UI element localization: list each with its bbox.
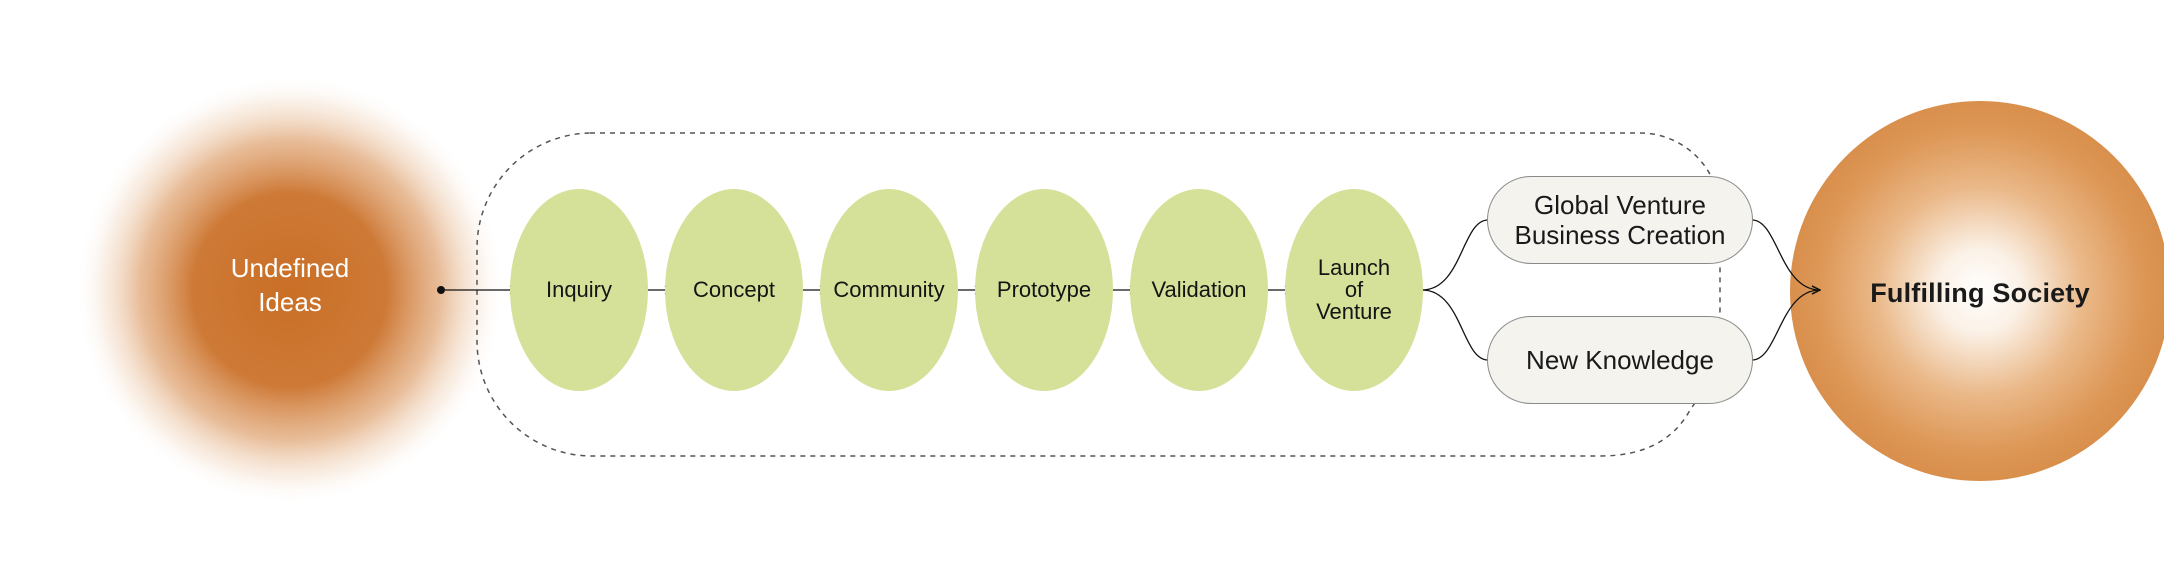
stage-launch-of-venture: Launch of Venture xyxy=(1285,189,1423,391)
stage-launch-line-2: of xyxy=(1344,277,1364,302)
undefined-ideas-line-1: Undefined xyxy=(230,253,350,283)
stage-validation: Validation xyxy=(1130,189,1268,391)
stage-prototype: Prototype xyxy=(975,189,1113,391)
undefined-ideas-blob xyxy=(75,75,505,505)
fulfilling-society-circle xyxy=(1790,101,2164,481)
fulfilling-society-text: Fulfilling Society xyxy=(1870,277,2090,308)
start-dot xyxy=(437,286,445,294)
stage-inquiry-label: Inquiry xyxy=(545,277,613,302)
stage-community: Community xyxy=(820,189,958,391)
fulfilling-society-label: Fulfilling Society xyxy=(1800,270,2160,316)
stage-inquiry: Inquiry xyxy=(510,189,648,391)
stage-community-label: Community xyxy=(833,277,945,302)
merge-from-global-venture xyxy=(1751,219,1820,290)
outcome-new-knowledge: New Knowledge xyxy=(1487,316,1753,404)
undefined-ideas-label: Undefined Ideas xyxy=(190,240,390,330)
branch-to-new-knowledge xyxy=(1421,289,1489,361)
outcome-global-venture-line-2: Business Creation xyxy=(1514,220,1726,250)
branch-to-global-venture xyxy=(1421,219,1489,291)
stage-validation-label: Validation xyxy=(1151,277,1247,302)
outcome-global-venture: Global Venture Business Creation xyxy=(1487,176,1753,264)
merge-from-new-knowledge xyxy=(1751,290,1820,361)
outcome-new-knowledge-label: New Knowledge xyxy=(1526,345,1714,375)
stage-prototype-label: Prototype xyxy=(996,277,1092,302)
outcome-global-venture-line-1: Global Venture xyxy=(1533,190,1706,220)
stage-launch-line-1: Launch xyxy=(1317,255,1391,280)
stage-launch-line-3: Venture xyxy=(1316,299,1392,324)
stage-concept-label: Concept xyxy=(693,277,775,302)
undefined-ideas-line-2: Ideas xyxy=(258,287,322,317)
stage-concept: Concept xyxy=(665,189,803,391)
